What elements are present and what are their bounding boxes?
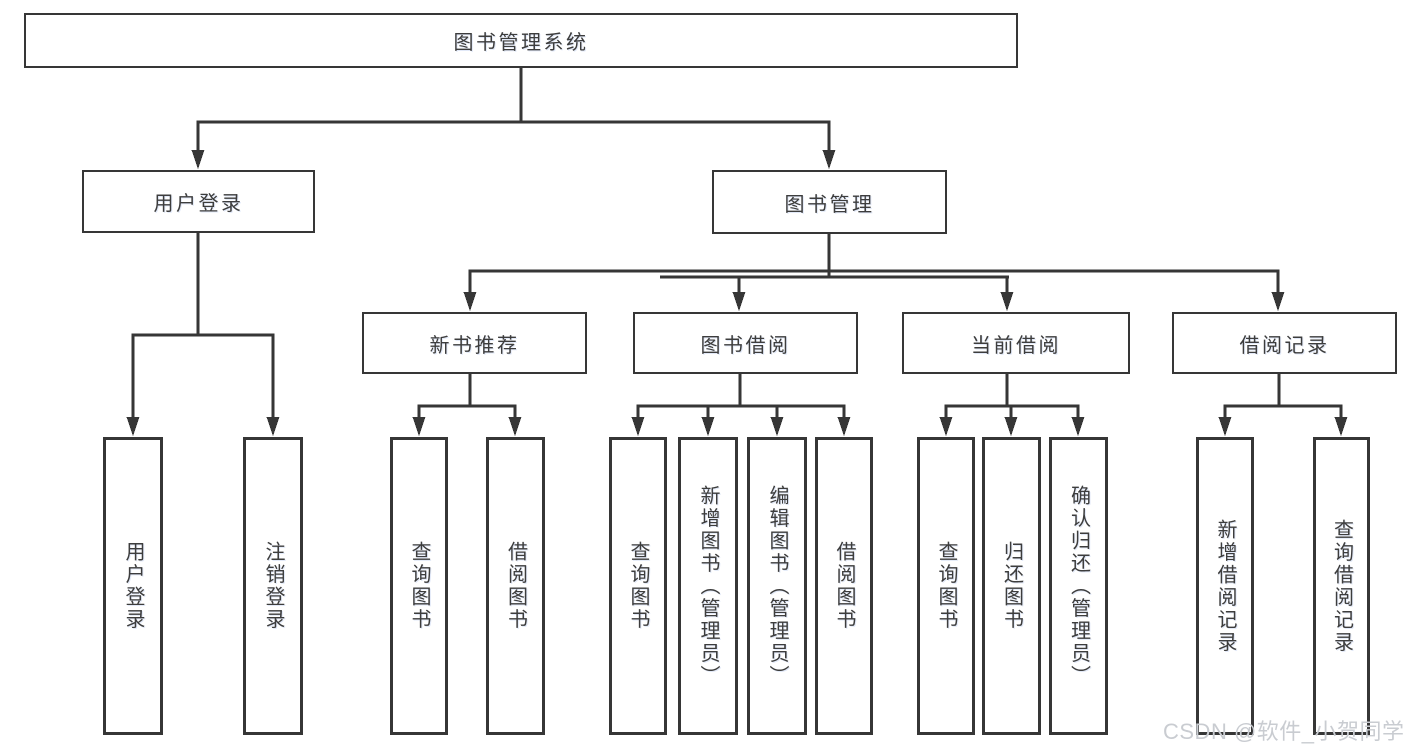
leaf-query-books-current: 查询图书 bbox=[917, 437, 975, 735]
node-book-borrowing: 图书借阅 bbox=[633, 312, 858, 374]
leaf-borrow-books-recommend: 借阅图书 bbox=[486, 437, 545, 735]
leaf-add-book-admin: 新增图书（管理员） bbox=[678, 437, 738, 735]
node-label: 借阅图书 bbox=[504, 541, 527, 631]
leaf-edit-book-admin: 编辑图书（管理员） bbox=[747, 437, 807, 735]
node-label: 编辑图书（管理员） bbox=[766, 484, 788, 688]
leaf-query-books-borrow: 查询图书 bbox=[609, 437, 667, 735]
node-label: 新增图书（管理员） bbox=[697, 484, 719, 688]
node-label: 注销登录 bbox=[262, 541, 284, 631]
node-label: 用户登录 bbox=[153, 193, 244, 215]
node-label: 归还图书 bbox=[1000, 541, 1023, 631]
node-label: 借阅图书 bbox=[833, 541, 855, 631]
watermark: CSDN @软件_小贺同学 bbox=[1163, 719, 1405, 744]
node-library-management-system: 图书管理系统 bbox=[24, 13, 1018, 68]
node-label: 查询借阅记录 bbox=[1330, 518, 1353, 654]
node-label: 图书管理系统 bbox=[453, 32, 589, 54]
node-borrowing-records: 借阅记录 bbox=[1172, 312, 1397, 374]
leaf-logout: 注销登录 bbox=[243, 437, 303, 735]
node-label: 图书借阅 bbox=[700, 334, 791, 357]
node-label: 新书推荐 bbox=[429, 334, 520, 357]
node-label: 查询图书 bbox=[935, 541, 957, 631]
leaf-return-book: 归还图书 bbox=[982, 437, 1041, 735]
node-label: 新增借阅记录 bbox=[1214, 518, 1236, 654]
leaf-borrow-books-borrow: 借阅图书 bbox=[815, 437, 873, 735]
node-label: 当前借阅 bbox=[971, 334, 1061, 357]
node-new-book-recommend: 新书推荐 bbox=[362, 312, 587, 374]
node-label: 查询图书 bbox=[408, 541, 430, 631]
leaf-user-login: 用户登录 bbox=[103, 437, 163, 735]
node-label: 图书管理 bbox=[784, 193, 875, 216]
leaf-query-books-recommend: 查询图书 bbox=[390, 437, 448, 735]
node-label: 查询图书 bbox=[627, 541, 649, 631]
node-current-borrowing: 当前借阅 bbox=[902, 312, 1130, 374]
node-user-login: 用户登录 bbox=[82, 170, 315, 233]
node-book-management: 图书管理 bbox=[712, 170, 947, 234]
leaf-query-borrow-record: 查询借阅记录 bbox=[1313, 437, 1370, 735]
leaf-confirm-return-admin: 确认归还（管理员） bbox=[1049, 437, 1108, 735]
leaf-add-borrow-record: 新增借阅记录 bbox=[1196, 437, 1254, 735]
node-label: 借阅记录 bbox=[1239, 334, 1330, 357]
node-label: 用户登录 bbox=[122, 541, 144, 631]
node-label: 确认归还（管理员） bbox=[1067, 484, 1090, 688]
